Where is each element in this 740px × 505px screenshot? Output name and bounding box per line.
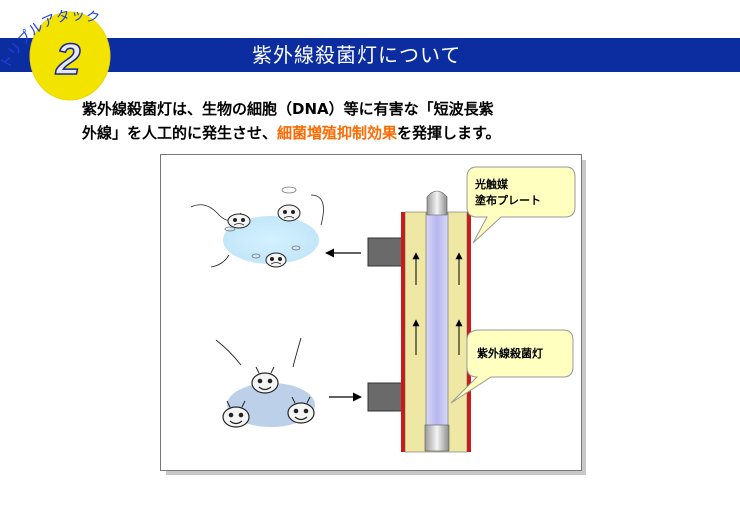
badge-number: 2 (55, 35, 81, 84)
intro-highlight: 細菌増殖抑制効果 (277, 124, 398, 142)
header-bar (0, 38, 740, 72)
page-title: 紫外線殺菌灯について (252, 43, 462, 67)
intro-text: 紫外線殺菌灯は、生物の細胞（DNA）等に有害な「短波長紫 外線」を人工的に発生さ… (82, 97, 501, 145)
svg-text:2: 2 (55, 35, 81, 84)
callout-bottom-label: 紫外線殺菌灯 (477, 347, 543, 360)
callout-top-line-1: 光触媒 (475, 178, 508, 191)
intro-line-2: 外線」を人工的に発生させ、細菌増殖抑制効果を発揮します。 (82, 121, 501, 145)
callout-top-line-2: 塗布プレート (475, 194, 541, 207)
outlet-lower (367, 382, 404, 412)
bacterium-active (251, 366, 279, 394)
triple-attack-badge: 2 2 トリプルアタック (0, 8, 111, 101)
bacterium-weak (277, 186, 301, 222)
diagram-panel: 光触媒 塗布プレート 紫外線殺菌灯 (160, 154, 582, 471)
active-bacteria-group (215, 337, 315, 428)
badge-oval (29, 11, 111, 101)
treated-blob (223, 216, 319, 264)
outlet-upper (367, 237, 404, 267)
bacterium-active (287, 396, 315, 424)
flagellum (210, 254, 230, 268)
flagellum (292, 337, 302, 368)
tube-bottom-cap (424, 424, 450, 452)
callout-top-label: 光触媒 塗布プレート (475, 177, 541, 209)
intro-line-2-post: を発揮します。 (397, 124, 501, 142)
diagram-svg (190, 166, 576, 453)
tube-top-cap (426, 190, 448, 216)
uv-tube (425, 212, 449, 449)
intro-line-2-pre: 外線」を人工的に発生させ、 (82, 124, 278, 142)
treated-bacteria-group (190, 186, 324, 268)
bacterium-active (222, 400, 250, 428)
flagellum (310, 194, 324, 226)
callout-top-bubble (466, 166, 576, 244)
intro-line-1: 紫外線殺菌灯は、生物の細胞（DNA）等に有害な「短波長紫 (82, 100, 494, 118)
flagellum (215, 339, 242, 366)
airflow-arrows (412, 252, 463, 355)
bacterium-weak (251, 245, 301, 268)
callout-bottom-bubble (450, 329, 574, 404)
bacterium-weak (224, 213, 251, 232)
